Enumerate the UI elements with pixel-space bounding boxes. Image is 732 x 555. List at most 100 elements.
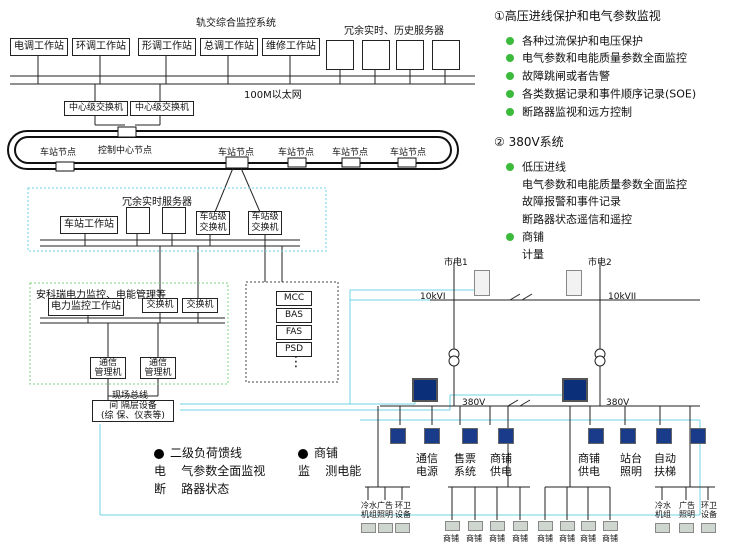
workstation-env-dispatch: 环调工作站 — [72, 38, 130, 56]
section2-title: ② 380V系统 — [494, 135, 564, 150]
subsystem-bas: BAS — [276, 308, 312, 323]
feeder-comm-power: 通信 电源 — [416, 452, 438, 478]
server-box-1 — [326, 40, 354, 70]
feeder-meter-5 — [588, 428, 604, 444]
load-meter-left-2 — [378, 523, 393, 533]
shop-label-2: 商铺 — [466, 534, 482, 543]
switch-2: 交换机 — [182, 298, 218, 313]
more-subsystems: ⋮ — [289, 354, 303, 370]
ethernet-label: 100M以太网 — [244, 90, 302, 101]
station-node-label-1: 车站节点 — [40, 148, 77, 158]
load-chiller-left: 冷水 机组 — [361, 501, 377, 519]
shop-meter-7 — [581, 521, 596, 531]
shop-label-1: 商铺 — [443, 534, 459, 543]
subsystem-mcc: MCC — [276, 291, 312, 306]
hv-bus1-label: 10kVI — [420, 292, 446, 302]
bullet-icon — [506, 72, 514, 80]
server-box-4 — [432, 40, 460, 70]
feeder-shop-1: 商铺 供电 — [490, 452, 512, 478]
comm-manager-2: 通信 管理机 — [140, 357, 176, 379]
acrel-title: 安科瑞电力监控、电能管理等 — [36, 290, 166, 301]
server-box-2 — [362, 40, 390, 70]
bay-devices: 间 隔层设备 (综 保、仪表等) — [92, 400, 174, 422]
station-switch-2: 车站级 交换机 — [248, 211, 282, 235]
section1-item-2: 电气参数和电能质量参数全面监控 — [506, 49, 696, 67]
system-title: 轨交综合监控系统 — [196, 18, 276, 29]
feeder-meter-4 — [498, 428, 514, 444]
shop-label-3: 商铺 — [489, 534, 505, 543]
feeder-ticketing: 售票 系统 — [454, 452, 476, 478]
workstation-general-dispatch: 总调工作站 — [200, 38, 258, 56]
feeder-meter-1 — [390, 428, 406, 444]
feeder-escalator: 自动 扶梯 — [654, 452, 676, 478]
station-switch-1: 车站级 交换机 — [196, 211, 230, 235]
lv-bus2-label: 380V — [606, 398, 630, 408]
feeder-platform-light: 站台 照明 — [620, 452, 642, 478]
bullet-icon — [506, 162, 514, 171]
lv-incoming-meter-2 — [562, 378, 588, 402]
center-switch-1: 中心级交换机 — [64, 101, 128, 116]
section2-shop-title: 商铺 — [506, 228, 696, 246]
redundant-rt-servers-label: 冗余实时服务器 — [122, 197, 192, 208]
hv-protection-relay-2 — [566, 270, 582, 296]
section2-lv-item-3: 断路器状态遥信和遥控 — [522, 212, 632, 226]
section2-shop-item-1: 计量 — [522, 247, 544, 261]
feeder-meter-8 — [690, 428, 706, 444]
shop-label-6: 商铺 — [559, 534, 575, 543]
feeder-meter-2 — [424, 428, 440, 444]
feeder-shop-2: 商铺 供电 — [578, 452, 600, 478]
switch-1: 交换机 — [142, 298, 178, 313]
shop-meter-4 — [513, 521, 528, 531]
load-ad-light-left: 广告 照明 — [377, 501, 393, 519]
shop-meter-1 — [445, 521, 460, 531]
shop-meter-2 — [468, 521, 483, 531]
station-node-label-2: 车站节点 — [218, 148, 255, 158]
feeder-meter-3 — [462, 428, 478, 444]
feeder-meter-6 — [620, 428, 636, 444]
legend-secondary-feeder: 二级负荷馈线 电 气参数全面监视 断 路器状态 — [154, 444, 265, 498]
load-meter-right-1 — [655, 523, 670, 533]
rt-server-box-1 — [126, 207, 150, 234]
redundant-servers-title: 冗余实时、历史服务器 — [344, 26, 444, 37]
source1-label: 市电1 — [444, 258, 468, 268]
load-sanitation-left: 环卫 设备 — [395, 501, 411, 519]
shop-meter-3 — [490, 521, 505, 531]
bullet-icon — [506, 107, 514, 116]
power-monitor-workstation: 电力监控工作站 — [48, 298, 124, 316]
load-meter-right-2 — [679, 523, 694, 533]
section1-item-3: 故障跳闸或者告警 — [506, 67, 696, 85]
station-node-label-3: 车站节点 — [278, 148, 315, 158]
workstation-maintenance: 维修工作站 — [262, 38, 320, 56]
section2-lv-item-2: 故障报警和事件记录 — [522, 195, 621, 208]
legend-shop: 商铺 监 测电能 — [298, 444, 361, 480]
subsystem-fas: FAS — [276, 325, 312, 340]
legend-item2-title: 商铺 — [314, 446, 339, 460]
section2-lv-title: 低压进线 — [506, 158, 696, 176]
section1-item-5: 断路器监视和远方控制 — [506, 103, 696, 121]
features-panel: ①高压进线保护和电气参数监视 各种过流保护和电压保护 电气参数和电能质量参数全面… — [494, 8, 696, 263]
bullet-icon — [506, 54, 514, 63]
center-switch-2: 中心级交换机 — [130, 101, 194, 116]
section1-item-4: 各类数据记录和事件顺序记录(SOE) — [506, 85, 696, 103]
section1-title: ①高压进线保护和电气参数监视 — [494, 9, 661, 23]
section1-item-1: 各种过流保护和电压保护 — [506, 32, 696, 50]
legend-item2-line1: 监 测电能 — [298, 464, 362, 478]
station-workstation: 车站工作站 — [60, 216, 118, 234]
legend-item1-line1: 电 气参数全面监视 — [154, 464, 266, 478]
section2-lv-item-1: 电气参数和电能质量参数全面监控 — [522, 177, 687, 191]
feeder-meter-7 — [656, 428, 672, 444]
shop-label-4: 商铺 — [512, 534, 528, 543]
shop-meter-5 — [538, 521, 553, 531]
fieldbus-label: 现场总线 — [112, 391, 149, 401]
load-meter-left-1 — [361, 523, 376, 533]
legend-item1-title: 二级负荷馈线 — [170, 446, 243, 460]
legend-item1-line2: 断 路器状态 — [154, 482, 230, 496]
bullet-icon — [298, 448, 308, 459]
load-meter-right-3 — [701, 523, 716, 533]
load-meter-left-3 — [395, 523, 410, 533]
comm-manager-1: 通信 管理机 — [90, 357, 126, 379]
source2-label: 市电2 — [588, 258, 612, 268]
workstation-power-dispatch: 电调工作站 — [10, 38, 68, 56]
rt-server-box-2 — [162, 207, 186, 234]
